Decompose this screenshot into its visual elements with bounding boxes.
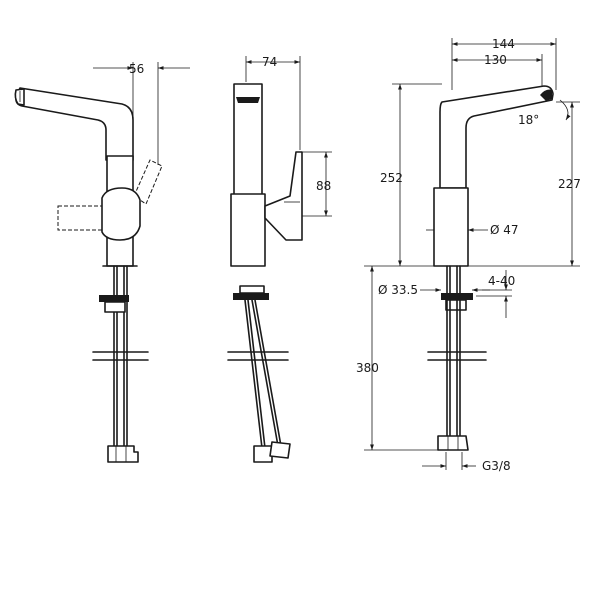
dim-angle-18: 18° (518, 113, 539, 127)
dim-74: 74 (262, 55, 277, 69)
dim-4-40: 4-40 (488, 274, 515, 288)
front-view: 56 (14, 62, 190, 463)
dim-144: 144 (492, 37, 515, 51)
rear-connector (437, 435, 469, 451)
lever-swing-outline (133, 159, 163, 205)
dim-88: 88 (316, 179, 331, 193)
side-connector-right (269, 441, 291, 459)
lever-outline (101, 187, 141, 241)
dim-56: 56 (129, 62, 144, 76)
dim-380: 380 (356, 361, 379, 375)
dim-227: 227 (558, 177, 581, 191)
side-nut (233, 293, 269, 300)
dim-diam-33-5: Ø 33.5 (378, 283, 418, 297)
dim-130: 130 (484, 53, 507, 67)
dimensioned-view: 18° 144 130 252 227 (356, 37, 581, 473)
hose-connector (107, 445, 139, 463)
dim-diam-47: Ø 47 (490, 223, 519, 237)
rear-body-outline (433, 187, 469, 267)
mounting-nut (99, 295, 129, 302)
side-view: 74 88 (227, 55, 332, 463)
side-body-outline (230, 193, 266, 267)
dim-252: 252 (380, 171, 403, 185)
spout-outline (15, 87, 134, 161)
side-lever-outline (264, 151, 303, 241)
rear-spout-outline (439, 85, 554, 189)
dim-g3-8: G3/8 (482, 459, 511, 473)
lever-horizontal-outline (57, 205, 105, 231)
side-connector-left (253, 445, 273, 463)
